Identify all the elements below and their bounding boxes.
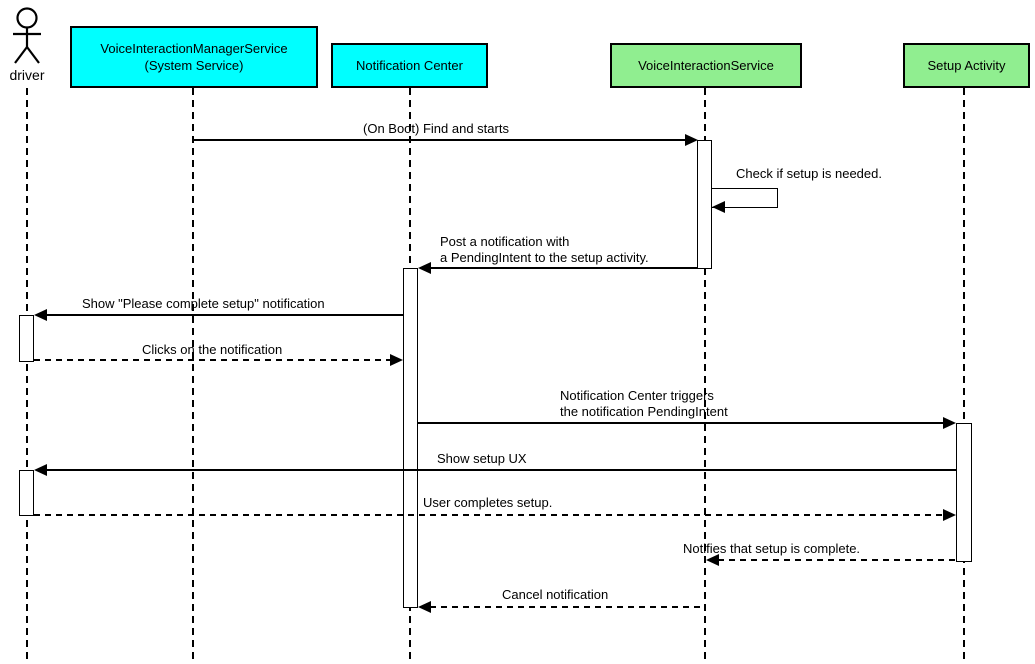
activation-driver-1: [19, 315, 34, 362]
message-label: Clicks on the notification: [142, 342, 283, 357]
arrowhead-right-icon: [685, 134, 698, 146]
arrowhead-right-icon: [943, 417, 956, 429]
lifeline-setup-activity: [963, 88, 965, 660]
message-label: Post a notification with a PendingIntent…: [440, 234, 649, 265]
actor-driver-label: driver: [9, 67, 45, 83]
activation-voice-interaction-service: [697, 140, 712, 269]
participant-setup-activity: Setup Activity: [903, 43, 1030, 88]
message-line: [418, 422, 944, 424]
arrowhead-left-icon: [418, 262, 431, 274]
message-label: User completes setup.: [423, 495, 553, 510]
arrowhead-left-icon: [34, 464, 47, 476]
actor-driver-icon: [0, 6, 54, 66]
message-label: Notification Center triggers the notific…: [560, 388, 728, 419]
lifeline-driver: [26, 88, 28, 660]
lifeline-voice-interaction-manager-service: [192, 88, 194, 660]
message-line: [34, 359, 391, 361]
arrowhead-left-icon: [706, 554, 719, 566]
arrowhead-right-icon: [390, 354, 403, 366]
message-label: Show setup UX: [437, 451, 527, 466]
participant-voice-interaction-service: VoiceInteractionService: [610, 43, 802, 88]
message-line: [430, 606, 705, 608]
message-line: [430, 267, 697, 269]
activation-driver-2: [19, 470, 34, 516]
arrowhead-left-icon: [34, 309, 47, 321]
message-label: Cancel notification: [502, 587, 609, 602]
self-message-loop: [712, 188, 778, 208]
message-label: Show "Please complete setup" notificatio…: [82, 296, 325, 311]
activation-setup-activity: [956, 423, 972, 562]
lifeline-voice-interaction-service: [704, 88, 706, 660]
message-line: [46, 314, 403, 316]
participant-voice-interaction-manager-service: VoiceInteractionManagerService (System S…: [70, 26, 318, 88]
message-line: [46, 469, 956, 471]
message-line: [718, 559, 956, 561]
message-label: Check if setup is needed.: [736, 166, 882, 181]
message-label: (On Boot) Find and starts: [363, 121, 509, 136]
participant-notification-center: Notification Center: [331, 43, 488, 88]
arrowhead-left-icon: [712, 201, 725, 213]
message-line: [193, 139, 686, 141]
arrowhead-right-icon: [943, 509, 956, 521]
message-label: Notifies that setup is complete.: [683, 541, 861, 556]
message-line: [34, 514, 944, 516]
activation-notification-center: [403, 268, 418, 608]
arrowhead-left-icon: [418, 601, 431, 613]
